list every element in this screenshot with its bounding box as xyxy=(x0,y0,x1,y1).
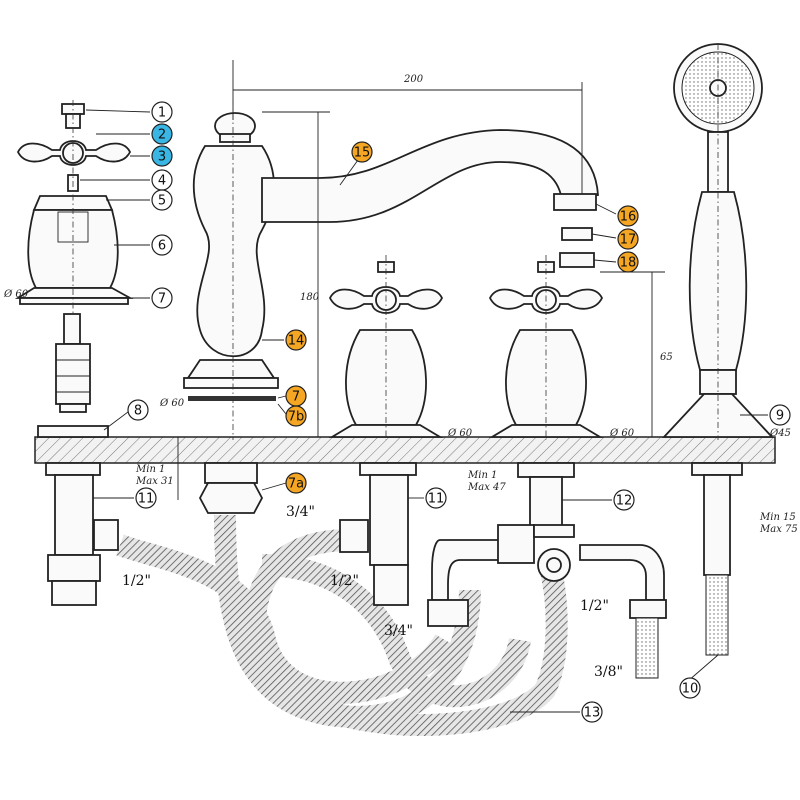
callout-13: 13 xyxy=(581,701,603,723)
callout-circle xyxy=(425,487,447,509)
callout-label: 7a xyxy=(288,477,304,492)
callout-label: 7 xyxy=(158,292,166,307)
dim-base-dia-spout: Ø 60 xyxy=(159,398,185,409)
callout-2: 2 xyxy=(151,123,173,145)
callout-18: 18 xyxy=(617,251,639,273)
dim-deck-right-max: Max 75 xyxy=(759,524,798,535)
callout-circle xyxy=(127,399,149,421)
callout-label: 7b xyxy=(288,410,305,425)
callout-label: 1 xyxy=(158,106,166,121)
callout-circle xyxy=(151,101,173,123)
callout-label: 3 xyxy=(158,150,166,165)
callout-label: 8 xyxy=(134,404,142,419)
callout-1: 1 xyxy=(151,101,173,123)
dim-base-dia-right: Ø 60 xyxy=(609,428,635,439)
dim-deck-mid-min: Min 1 xyxy=(467,470,497,481)
spout-assembly xyxy=(183,112,599,514)
callout-circle xyxy=(135,487,157,509)
callout-11: 11 xyxy=(135,487,157,509)
thread-left-valve: 1/2" xyxy=(122,573,151,589)
callout-12: 12 xyxy=(613,489,635,511)
callout-label: 2 xyxy=(158,128,166,143)
callout-8: 8 xyxy=(127,399,149,421)
dim-base-dia-left: Ø 60 xyxy=(3,289,29,300)
dim-shower-dia: Ø45 xyxy=(769,428,791,439)
callout-9: 9 xyxy=(769,404,791,426)
callout-circle xyxy=(151,287,173,309)
callout-circle xyxy=(613,489,635,511)
callout-7b: 7b xyxy=(285,405,307,427)
middle-handle-valve xyxy=(328,261,444,606)
thread-diverter-mid: 1/2" xyxy=(580,598,609,614)
callout-circle xyxy=(679,677,701,699)
callout-circle xyxy=(151,145,173,167)
callout-circle xyxy=(151,123,173,145)
dim-outlet-height: 65 xyxy=(660,352,673,363)
callout-circle xyxy=(151,189,173,211)
dimension-lines xyxy=(72,44,719,500)
dim-spout-height: 180 xyxy=(300,292,320,303)
flexible-hoses xyxy=(116,514,568,736)
dim-deck-right-min: Min 15 xyxy=(759,512,796,523)
callout-17: 17 xyxy=(617,228,639,250)
thread-mid-valve: 1/2" xyxy=(330,573,359,589)
callout-circle xyxy=(351,141,373,163)
thread-spout-inlet: 3/4" xyxy=(286,504,315,520)
callout-label: 15 xyxy=(354,146,371,161)
callout-circle xyxy=(151,234,173,256)
callout-15: 15 xyxy=(351,141,373,163)
callout-circle xyxy=(617,205,639,227)
callout-label: 12 xyxy=(616,494,633,509)
callout-circle xyxy=(285,329,307,351)
thread-diverter-left: 3/4" xyxy=(384,623,413,639)
dim-deck-left-min: Min 1 xyxy=(135,464,165,475)
callout-circle xyxy=(285,472,307,494)
diverter-block xyxy=(427,524,667,679)
callout-7: 7 xyxy=(285,385,307,407)
callout-circle xyxy=(617,251,639,273)
exploded-handle-assembly xyxy=(14,103,134,413)
callout-5: 5 xyxy=(151,189,173,211)
callout-7: 7 xyxy=(151,287,173,309)
callout-circle xyxy=(617,228,639,250)
callout-circle xyxy=(581,701,603,723)
left-valve-body xyxy=(37,425,119,606)
dim-spout-span: 200 xyxy=(403,74,424,85)
callout-label: 11 xyxy=(428,492,445,507)
callout-14: 14 xyxy=(285,329,307,351)
callout-7a: 7a xyxy=(285,472,307,494)
hand-shower xyxy=(661,43,775,656)
callout-label: 14 xyxy=(288,334,305,349)
callout-label: 7 xyxy=(292,390,300,405)
callout-label: 4 xyxy=(158,174,166,189)
callout-label: 9 xyxy=(776,409,784,424)
callout-circle xyxy=(285,405,307,427)
callout-label: 17 xyxy=(620,233,637,248)
leader-lines xyxy=(80,109,768,713)
callout-label: 16 xyxy=(620,210,637,225)
callout-11: 11 xyxy=(425,487,447,509)
dim-deck-mid-max: Max 47 xyxy=(467,482,506,493)
callout-16: 16 xyxy=(617,205,639,227)
callout-3: 3 xyxy=(151,145,173,167)
dim-deck-left-max: Max 31 xyxy=(135,476,174,487)
callout-10: 10 xyxy=(679,677,701,699)
dim-base-dia-mid: Ø 60 xyxy=(447,428,473,439)
callout-circle xyxy=(769,404,791,426)
callout-6: 6 xyxy=(151,234,173,256)
callout-label: 5 xyxy=(158,194,166,209)
callout-label: 11 xyxy=(138,492,155,507)
callout-4: 4 xyxy=(151,169,173,191)
callout-label: 13 xyxy=(584,706,601,721)
callout-label: 6 xyxy=(158,239,166,254)
countertop-section xyxy=(34,436,776,464)
callout-label: 18 xyxy=(620,256,637,271)
thread-diverter-right: 3/8" xyxy=(594,664,623,680)
callout-label: 10 xyxy=(682,682,699,697)
